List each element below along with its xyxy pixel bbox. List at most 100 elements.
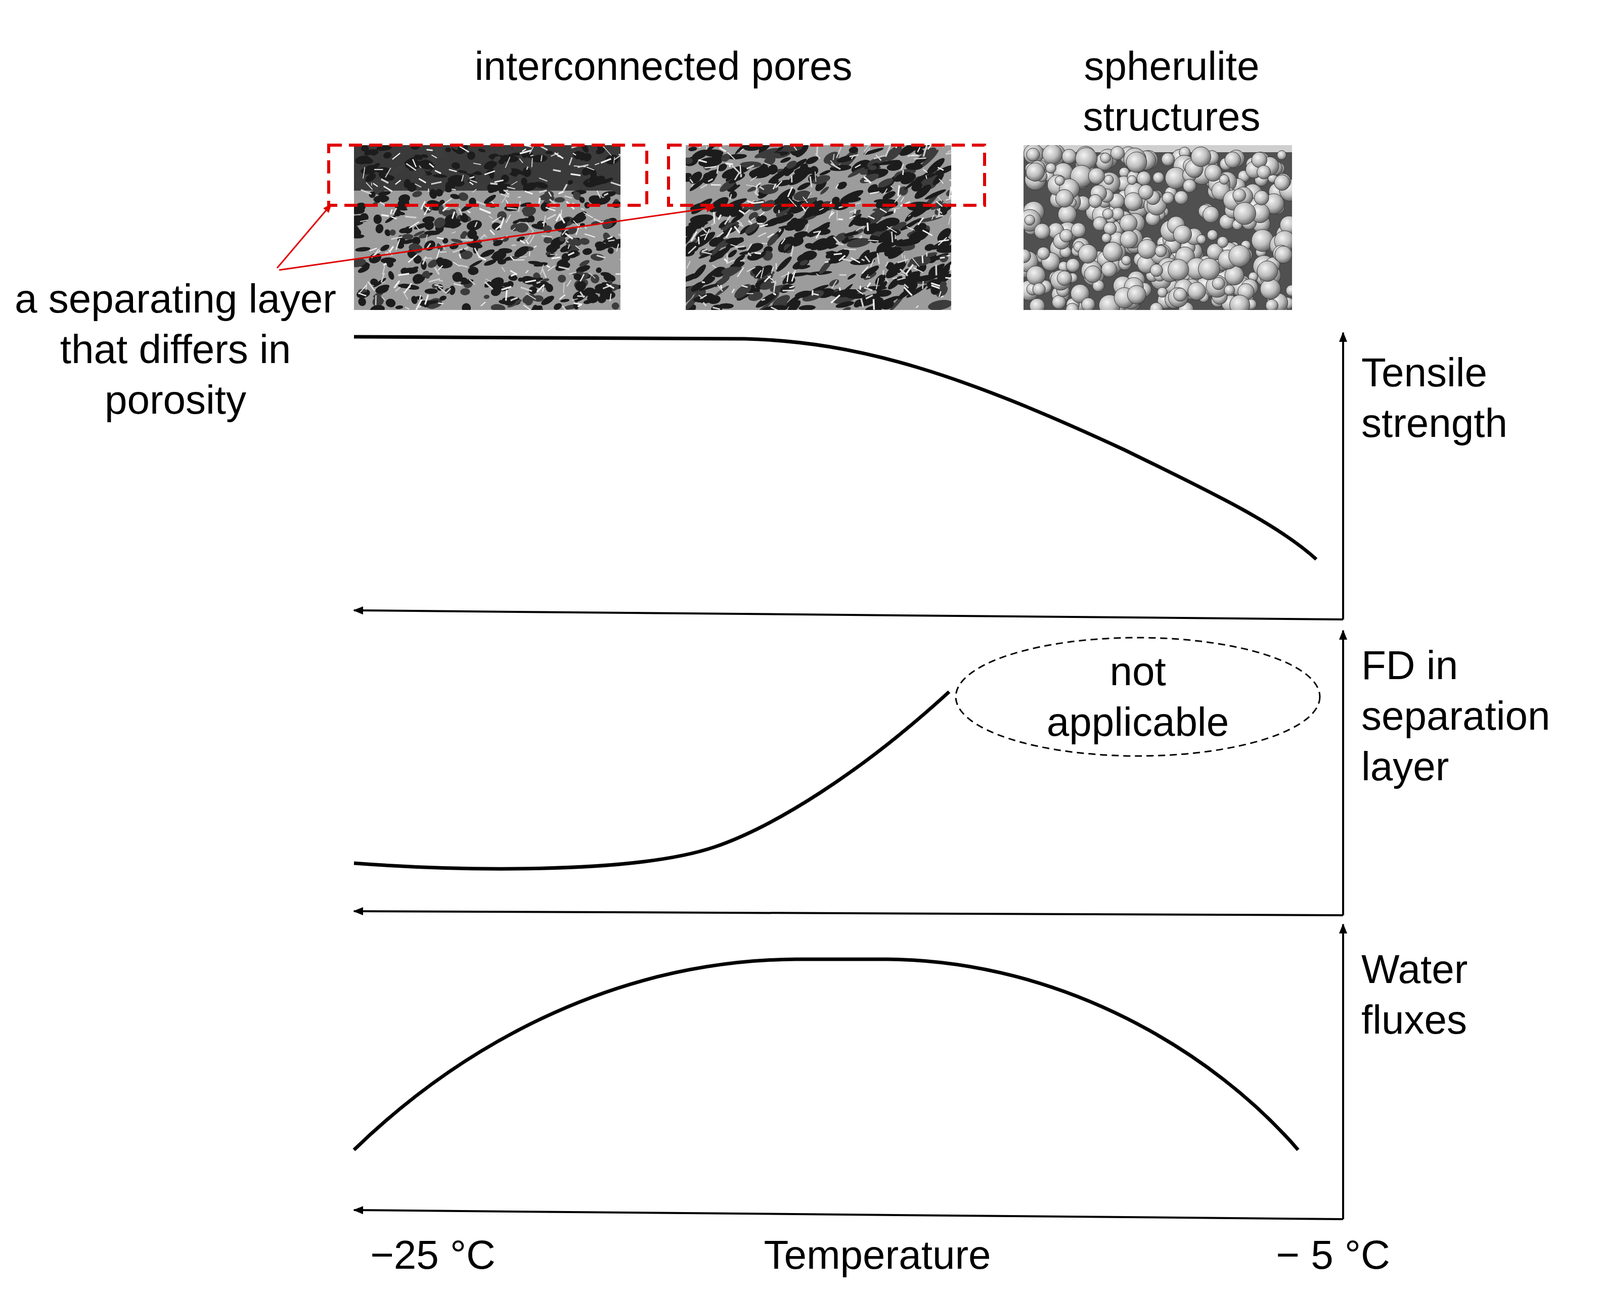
texture-mark bbox=[691, 262, 708, 281]
texture-mark bbox=[427, 188, 429, 192]
texture-mark bbox=[573, 151, 584, 160]
texture-mark bbox=[746, 165, 755, 169]
texture-mark bbox=[503, 189, 509, 192]
texture-mark bbox=[542, 284, 545, 292]
texture-mark bbox=[361, 189, 372, 194]
texture-mark bbox=[424, 288, 438, 294]
texture-mark bbox=[600, 271, 612, 278]
texture-mark bbox=[507, 187, 516, 190]
texture-mark bbox=[606, 284, 614, 289]
texture-mark bbox=[620, 289, 621, 293]
texture-mark bbox=[553, 243, 561, 250]
texture-mark bbox=[797, 264, 811, 271]
texture-mark bbox=[792, 189, 812, 203]
texture-mark bbox=[950, 264, 951, 271]
texture-mark bbox=[1168, 259, 1189, 281]
texture-mark bbox=[843, 248, 857, 250]
texture-mark bbox=[727, 189, 739, 201]
texture-mark bbox=[714, 211, 716, 225]
texture-mark bbox=[906, 226, 915, 231]
texture-mark bbox=[703, 302, 707, 306]
texture-mark bbox=[936, 201, 943, 207]
texture-mark bbox=[1233, 202, 1256, 225]
texture-mark bbox=[716, 232, 724, 238]
texture-mark bbox=[922, 281, 923, 290]
texture-mark bbox=[414, 184, 421, 188]
texture-mark bbox=[1101, 233, 1111, 243]
texture-mark bbox=[478, 256, 486, 260]
texture-mark bbox=[718, 214, 722, 220]
texture-mark bbox=[411, 272, 425, 285]
texture-mark bbox=[353, 216, 364, 225]
texture-mark bbox=[856, 226, 865, 231]
texture-mark bbox=[923, 242, 936, 253]
texture-mark bbox=[512, 218, 520, 225]
texture-mark bbox=[406, 163, 416, 171]
texture-mark bbox=[521, 166, 533, 179]
texture-mark bbox=[835, 184, 839, 189]
texture-mark bbox=[865, 160, 882, 176]
texture-mark bbox=[1285, 285, 1293, 297]
node-body: not applicable bbox=[954, 636, 1322, 758]
texture-mark bbox=[754, 252, 762, 254]
texture-mark bbox=[374, 223, 385, 235]
texture-mark bbox=[1026, 162, 1045, 182]
texture-mark bbox=[861, 259, 865, 261]
texture-mark bbox=[608, 240, 615, 242]
texture-mark bbox=[505, 199, 509, 204]
texture-mark bbox=[763, 162, 771, 166]
texture-mark bbox=[437, 302, 443, 304]
texture-mark bbox=[405, 216, 417, 218]
texture-mark bbox=[804, 154, 820, 166]
texture-mark bbox=[358, 285, 367, 295]
texture-mark bbox=[793, 146, 797, 151]
y-axis bbox=[1342, 332, 1345, 620]
texture-mark bbox=[392, 153, 400, 160]
texture-mark bbox=[515, 173, 523, 181]
texture-mark bbox=[487, 189, 495, 194]
texture-mark bbox=[496, 209, 509, 222]
texture-mark bbox=[381, 296, 385, 301]
texture-mark bbox=[830, 163, 841, 170]
texture-mark bbox=[537, 284, 545, 292]
texture-mark bbox=[432, 173, 448, 179]
texture-mark bbox=[1161, 152, 1175, 166]
texture-mark bbox=[382, 265, 385, 275]
texture-mark bbox=[461, 174, 464, 182]
texture-mark bbox=[712, 274, 731, 289]
texture-mark bbox=[563, 184, 567, 191]
texture-mark bbox=[1102, 208, 1114, 220]
texture-mark bbox=[1088, 167, 1105, 185]
texture-mark bbox=[581, 151, 593, 163]
texture-mark bbox=[557, 155, 561, 157]
texture-mark bbox=[559, 298, 570, 303]
texture-mark bbox=[503, 190, 510, 196]
texture-mark bbox=[584, 234, 596, 238]
texture-mark bbox=[551, 257, 561, 259]
texture-mark bbox=[700, 294, 707, 299]
texture-mark bbox=[464, 247, 469, 249]
callout-note: a separating layer that differs in poros… bbox=[8, 273, 343, 426]
texture-mark bbox=[373, 214, 382, 225]
texture-mark bbox=[721, 285, 722, 289]
texture-mark bbox=[566, 179, 574, 186]
axis-title: Temperature bbox=[725, 1229, 1030, 1281]
texture-mark bbox=[610, 237, 621, 250]
sem-ground bbox=[685, 145, 952, 310]
texture-mark bbox=[1187, 282, 1206, 300]
texture-mark bbox=[890, 186, 894, 189]
texture-mark bbox=[460, 249, 474, 260]
texture-mark bbox=[834, 299, 855, 309]
texture-mark bbox=[510, 256, 514, 260]
texture-mark bbox=[747, 252, 751, 256]
texture-mark bbox=[700, 184, 708, 189]
texture-mark bbox=[885, 145, 891, 157]
texture-mark bbox=[568, 272, 577, 275]
texture-mark bbox=[838, 187, 865, 205]
texture-mark bbox=[876, 278, 879, 290]
texture-mark bbox=[543, 215, 546, 227]
texture-mark bbox=[726, 227, 732, 238]
texture-mark bbox=[1136, 171, 1151, 186]
texture-mark bbox=[784, 158, 798, 170]
texture-mark bbox=[1257, 165, 1271, 180]
